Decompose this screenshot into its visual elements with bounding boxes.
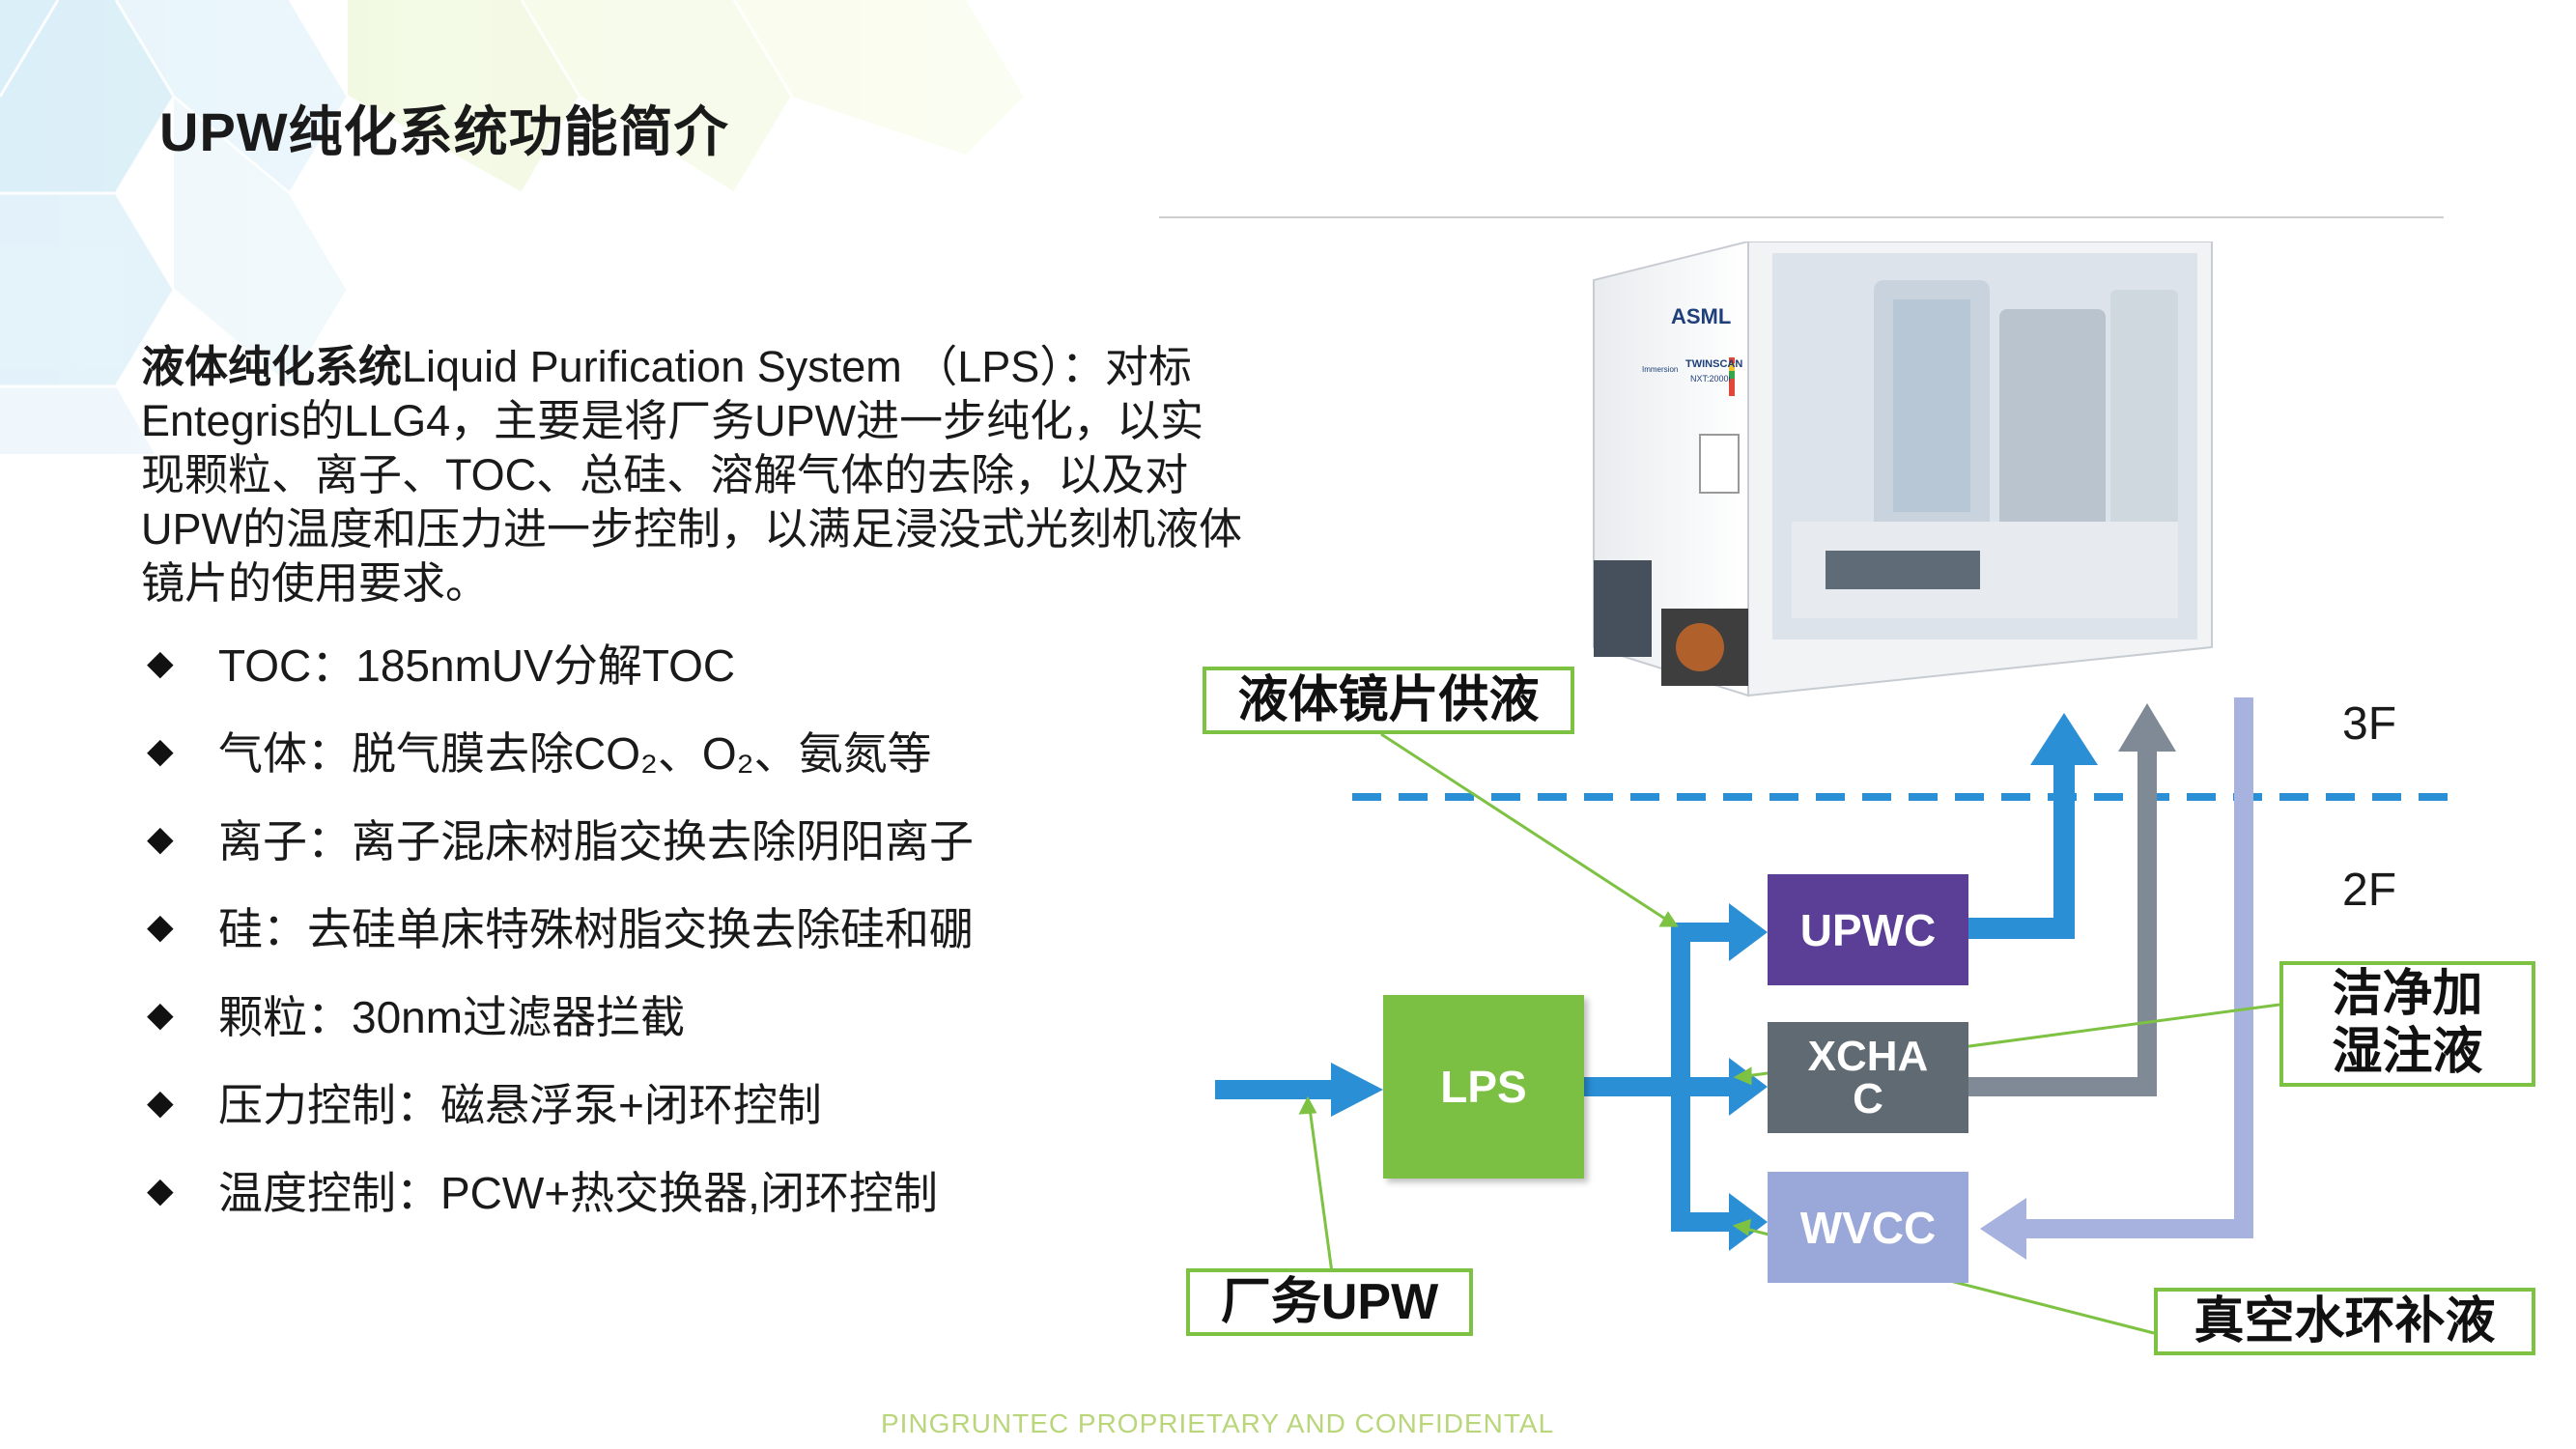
diamond-bullet-icon: ◆ <box>147 641 174 682</box>
callout-fab-upw: 厂务UPW <box>1186 1268 1473 1336</box>
fab-upw-inlet-arrow <box>1215 1063 1383 1117</box>
machine-side-text: Immersion <box>1642 365 1678 374</box>
diamond-bullet-icon: ◆ <box>147 905 174 946</box>
list-item-text: 硅：去硅单床特殊树脂交换去除硅和硼 <box>218 903 974 954</box>
diamond-bullet-icon: ◆ <box>147 729 174 770</box>
lps-box: LPS <box>1383 995 1584 1179</box>
list-item-text: 颗粒：30nm过滤器拦截 <box>218 991 686 1042</box>
upwc-supply-arrow <box>1968 713 2098 939</box>
lps-label: LPS <box>1440 1062 1527 1112</box>
wvcc-box: WVCC <box>1768 1172 1968 1283</box>
list-item-text: 压力控制：磁悬浮泵+闭环控制 <box>218 1079 822 1130</box>
xchac-return-arrow <box>1968 703 2176 1096</box>
lithography-machine-image: ASML TWINSCAN NXT:2000i Immersion <box>1593 242 2213 697</box>
callout-fab-upw-text: 厂务UPW <box>1220 1274 1439 1330</box>
xchac-box: XCHA C <box>1768 1022 1968 1133</box>
list-item: ◆ 颗粒：30nm过滤器拦截 <box>147 970 974 1058</box>
list-item: ◆ 硅：去硅单床特殊树脂交换去除硅和硼 <box>147 882 974 970</box>
floor-label-2f: 2F <box>2342 865 2397 916</box>
xchac-label-line1: XCHA <box>1807 1032 1929 1080</box>
list-item: ◆ 温度控制：PCW+热交换器,闭环控制 <box>147 1146 974 1234</box>
callout-humidify: 洁净加 湿注液 <box>2279 961 2535 1087</box>
page-title: UPW纯化系统功能简介 <box>159 101 729 162</box>
diamond-bullet-icon: ◆ <box>147 1169 174 1209</box>
callout-lens-supply: 液体镜片供液 <box>1203 667 1574 734</box>
list-item-text: TOC：185nmUV分解TOC <box>218 639 736 691</box>
callout-vacuum-ring: 真空水环补液 <box>2154 1288 2535 1355</box>
list-item: ◆ TOC：185nmUV分解TOC <box>147 618 974 706</box>
confidentiality-footer: PINGRUNTEC PROPRIETARY AND CONFIDENTAL <box>881 1408 1555 1438</box>
xchac-label-line2: C <box>1853 1074 1883 1122</box>
callout-lens-supply-text: 液体镜片供液 <box>1237 672 1540 728</box>
upwc-box: UPWC <box>1768 874 1968 985</box>
list-item: ◆ 压力控制：磁悬浮泵+闭环控制 <box>147 1058 974 1146</box>
intro-paragraph: 液体纯化系统Liquid Purification System （LPS）：对… <box>141 340 1242 611</box>
floor-label-3f: 3F <box>2342 698 2397 750</box>
intro-text: Liquid Purification System （LPS）：对标Enteg… <box>141 342 1242 608</box>
intro-bold-term: 液体纯化系统 <box>141 342 403 391</box>
diamond-bullet-icon: ◆ <box>147 993 174 1034</box>
list-item-text: 温度控制：PCW+热交换器,闭环控制 <box>218 1167 938 1218</box>
diamond-bullet-icon: ◆ <box>147 817 174 858</box>
callout-humidify-line1: 洁净加 <box>2332 966 2483 1022</box>
upwc-label: UPWC <box>1799 904 1937 955</box>
callout-humidify-line2: 湿注液 <box>2332 1024 2483 1080</box>
machine-model: TWINSCAN <box>1685 358 1742 370</box>
header-divider <box>1159 216 2444 218</box>
wvcc-return-arrow <box>1980 697 2253 1260</box>
callout-vacuum-ring-text: 真空水环补液 <box>2194 1293 2496 1350</box>
list-item-text: 离子：离子混床树脂交换去除阴阳离子 <box>218 815 974 867</box>
asml-logo: ASML <box>1671 304 1731 328</box>
list-item: ◆ 离子：离子混床树脂交换去除阴阳离子 <box>147 794 974 882</box>
wvcc-label: WVCC <box>1799 1202 1937 1253</box>
list-item-text: 气体：脱气膜去除CO₂、O₂、氨氮等 <box>218 727 932 779</box>
list-item: ◆ 气体：脱气膜去除CO₂、O₂、氨氮等 <box>147 706 974 794</box>
feature-list: ◆ TOC：185nmUV分解TOC ◆ 气体：脱气膜去除CO₂、O₂、氨氮等 ◆ 离… <box>147 618 974 1234</box>
machine-model-code: NXT:2000i <box>1690 374 1731 384</box>
diamond-bullet-icon: ◆ <box>147 1081 174 1122</box>
